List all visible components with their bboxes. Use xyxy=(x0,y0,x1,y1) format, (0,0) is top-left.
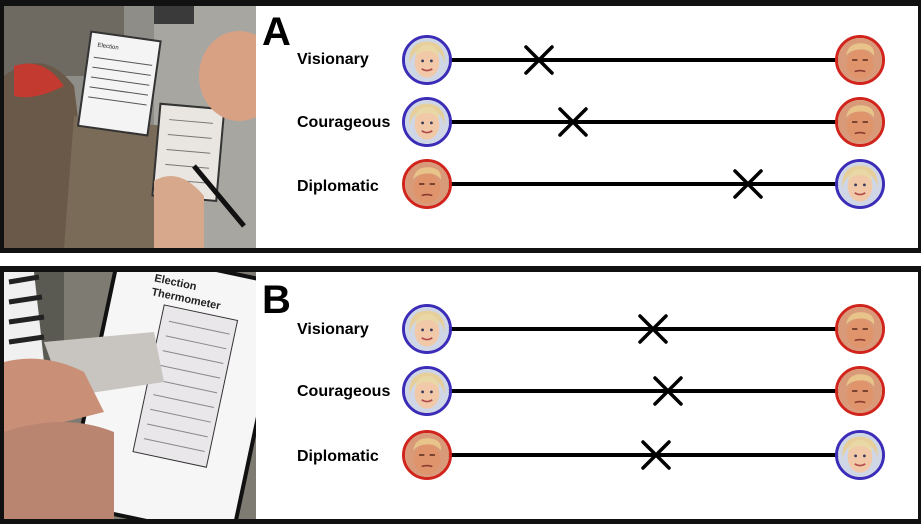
trump-face-icon xyxy=(835,366,885,416)
panel-letter: A xyxy=(262,10,291,54)
trait-label: Visionary xyxy=(297,321,369,338)
trump-face-icon xyxy=(402,430,452,480)
rating-mark-x-icon xyxy=(651,374,685,408)
trait-label: Diplomatic xyxy=(297,178,379,195)
panel-left-border xyxy=(0,266,4,524)
panel-letter: B xyxy=(262,278,291,322)
panel-b: Election Thermometer B Visionary Courage xyxy=(0,266,921,524)
panel-a: Election A Visionary xyxy=(0,0,921,253)
panel-top-border xyxy=(0,266,921,272)
rating-mark-x-icon xyxy=(522,43,556,77)
rating-scale-line xyxy=(428,453,862,457)
hillary-face-icon xyxy=(402,97,452,147)
clipboard-title: Election xyxy=(97,43,119,52)
trait-label: Visionary xyxy=(297,51,369,68)
rating-scale-line xyxy=(428,182,862,186)
trump-face-icon xyxy=(402,159,452,209)
rating-scale-line xyxy=(428,327,862,331)
panel-bottom-border xyxy=(0,519,921,524)
panel-top-border xyxy=(0,0,921,6)
hillary-face-icon xyxy=(402,35,452,85)
hillary-face-icon xyxy=(835,159,885,209)
hillary-face-icon xyxy=(402,304,452,354)
panel-bottom-border xyxy=(0,248,921,253)
trump-face-icon xyxy=(835,97,885,147)
hillary-face-icon xyxy=(402,366,452,416)
rating-mark-x-icon xyxy=(639,438,673,472)
rating-mark-x-icon xyxy=(556,105,590,139)
trait-label: Diplomatic xyxy=(297,448,379,465)
rating-scale-line xyxy=(428,120,862,124)
rating-mark-x-icon xyxy=(636,312,670,346)
trump-face-icon xyxy=(835,35,885,85)
panel-left-border xyxy=(0,0,4,253)
photo-people-filling-form: Election xyxy=(4,6,256,248)
panel-right-border xyxy=(918,266,921,524)
hillary-face-icon xyxy=(835,430,885,480)
panel-right-border xyxy=(918,0,921,253)
trump-face-icon xyxy=(835,304,885,354)
trait-label: Courageous xyxy=(297,114,391,131)
photo-clipboard-sticker: Election Thermometer xyxy=(4,272,256,519)
rating-scale-line xyxy=(428,58,862,62)
trait-label: Courageous xyxy=(297,383,391,400)
rating-mark-x-icon xyxy=(731,167,765,201)
rating-scale-line xyxy=(428,389,862,393)
